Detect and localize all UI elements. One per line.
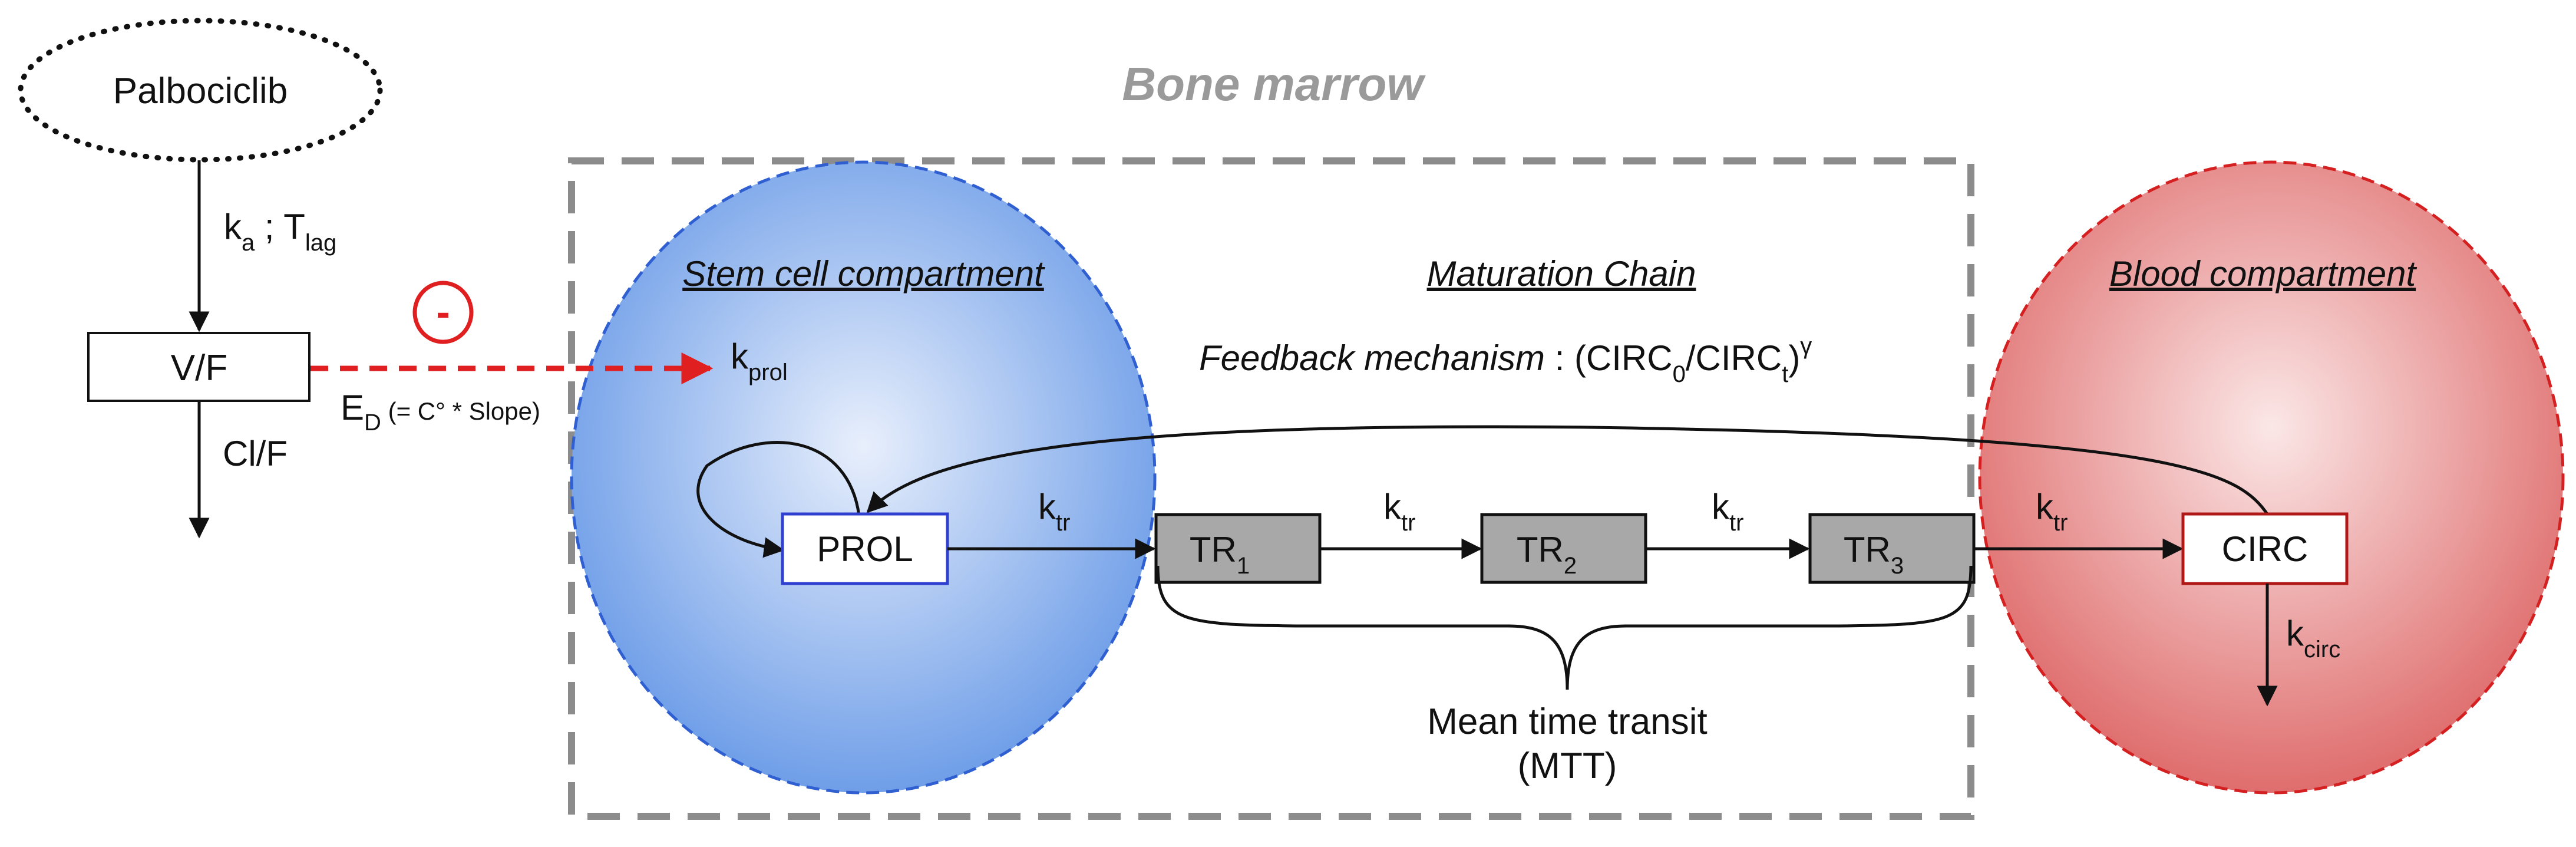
mtt-label-line2: (MTT) [1518,746,1617,786]
stem-cell-heading: Stem cell compartment [682,254,1045,294]
blood-compartment-circle [1978,160,2565,795]
circ-label: CIRC [2222,529,2309,569]
feedback-curve [866,425,2270,517]
maturation-chain-heading: Maturation Chain [1427,254,1696,294]
palbociclib-ellipse [18,18,383,163]
tr1-box [1154,513,1322,584]
tr1-label: TR1 [1190,530,1250,579]
clearance-label: Cl/F [223,434,288,473]
ktr-label-4: ktr [2036,487,2068,536]
stem-cell-compartment-circle [570,160,1157,795]
kprol-label: kprol [731,337,788,385]
inhibition-sign-circle [412,281,474,344]
mtt-brace [1156,565,1973,690]
inhibition-sign: - [436,289,450,335]
effect-label: ED (= C° * Slope) [341,388,540,436]
prol-label: PROL [817,529,913,569]
ktr-label-3: ktr [1712,487,1743,536]
tr2-box [1480,513,1647,584]
vf-label: V/F [171,348,227,388]
circ-box [2181,512,2349,585]
bone-marrow-title: Bone marrow [1122,58,1426,110]
vf-box [87,332,311,402]
self-renewal-loop [696,441,861,558]
prol-box [781,512,949,585]
absorption-label: ka ; Tlag [224,207,336,256]
blood-compartment-heading: Blood compartment [2109,254,2418,294]
feedback-label: Feedback mechanism : (CIRC0/CIRCt)γ [1199,333,1812,387]
palbociclib-label: Palbociclib [113,71,288,111]
ktr-label-1: ktr [1038,487,1070,536]
tr2-label: TR2 [1517,530,1577,579]
mtt-label-line1: Mean time transit [1427,701,1708,742]
tr3-label: TR3 [1844,530,1904,579]
ktr-label-2: ktr [1383,487,1415,536]
kcirc-label: kcirc [2286,614,2340,663]
